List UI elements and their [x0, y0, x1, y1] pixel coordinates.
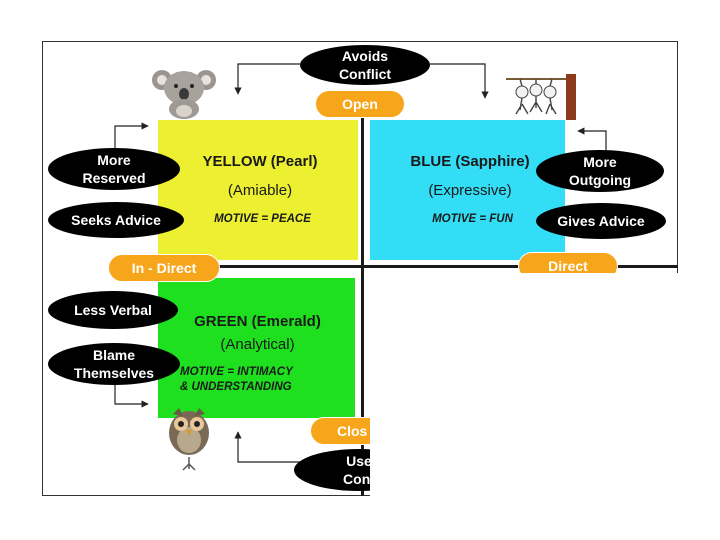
blue-style: (Expressive): [428, 182, 512, 199]
uses-conflict-line2: Conf: [343, 471, 375, 487]
blame-themselves-line2: Themselves: [73, 365, 155, 381]
horizontal-axis: [150, 265, 678, 268]
yellow-quadrant: [158, 120, 358, 260]
more-reserved-line2: Reserved: [82, 170, 146, 186]
more-outgoing-line1: More: [583, 154, 617, 170]
blank-overlay: [370, 273, 720, 540]
yellow-style: (Amiable): [227, 182, 293, 199]
arrow-avoids-conflict-left: [234, 63, 300, 95]
arrow-outgoing: [577, 127, 607, 150]
blue-motive: MOTIVE = FUN: [432, 213, 513, 225]
uses-conflict-line1: Use: [346, 453, 372, 469]
less-verbal-label: Less Verbal: [74, 302, 152, 318]
green-style: (Analytical): [220, 336, 295, 353]
green-motive-line1: MOTIVE = INTIMACY: [180, 366, 293, 378]
vertical-axis: [361, 110, 364, 496]
more-reserved-ellipse: More Reserved: [48, 148, 180, 190]
arrow-avoids-conflict-right: [430, 63, 489, 99]
seeks-advice-ellipse: Seeks Advice: [48, 202, 184, 238]
gives-advice-ellipse: Gives Advice: [536, 203, 666, 239]
avoids-conflict-line2: Conflict: [338, 66, 392, 82]
direct-label: Direct: [548, 258, 588, 274]
open-pill: Open: [315, 90, 405, 118]
arrow-reserved: [114, 122, 149, 150]
blame-themselves-ellipse: Blame Themselves: [48, 343, 180, 385]
more-reserved-line1: More: [97, 152, 131, 168]
arrow-blame: [114, 384, 149, 408]
avoids-conflict-ellipse: Avoids Conflict: [300, 45, 430, 85]
more-outgoing-line2: Outgoing: [568, 172, 632, 188]
arrow-uses-conflict: [234, 431, 300, 463]
gives-advice-label: Gives Advice: [557, 213, 645, 229]
avoids-conflict-line1: Avoids: [341, 48, 389, 64]
yellow-motive: MOTIVE = PEACE: [214, 213, 311, 225]
less-verbal-ellipse: Less Verbal: [48, 291, 178, 329]
green-title: GREEN (Emerald): [194, 313, 321, 330]
indirect-label: In - Direct: [131, 260, 197, 276]
open-label: Open: [342, 96, 378, 112]
seeks-advice-label: Seeks Advice: [71, 212, 161, 228]
more-outgoing-ellipse: More Outgoing: [536, 150, 664, 192]
indirect-pill: In - Direct: [108, 254, 220, 282]
green-quadrant: [158, 278, 355, 418]
closed-label: Clos: [337, 423, 368, 439]
green-motive-line2: & UNDERSTANDING: [180, 381, 292, 393]
blue-title: BLUE (Sapphire): [410, 153, 530, 170]
blame-themselves-line1: Blame: [92, 347, 135, 363]
blue-quadrant: [370, 120, 565, 260]
yellow-title: YELLOW (Pearl): [202, 153, 318, 170]
